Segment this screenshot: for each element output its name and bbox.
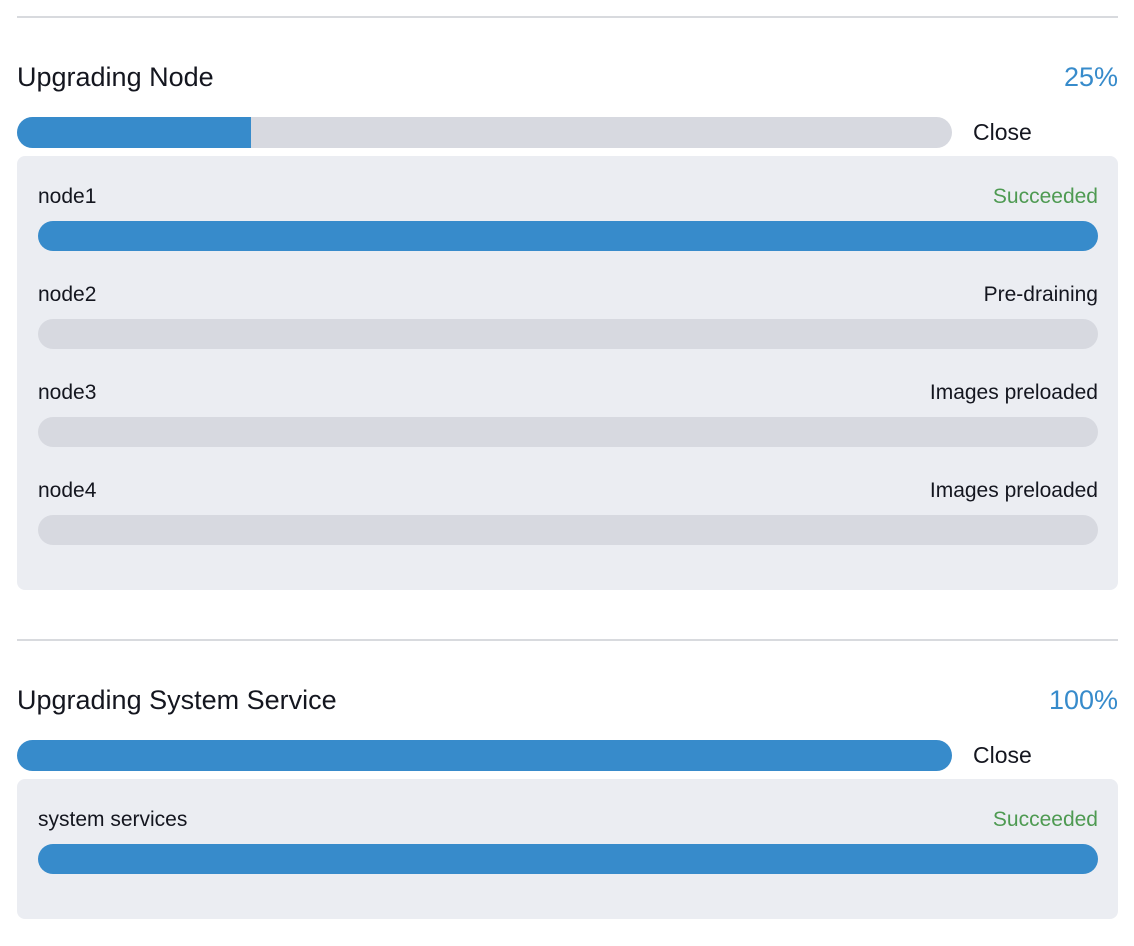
item-status: Succeeded	[992, 808, 1098, 831]
item-name: node3	[38, 381, 97, 404]
section-header: Upgrading Node 25%	[17, 61, 1118, 94]
item-progress-bar	[38, 844, 1098, 874]
node-row-header: node4 Images preloaded	[38, 479, 1098, 503]
node-row-header: node1 Succeeded	[38, 185, 1098, 209]
section-progress-row: Close	[17, 117, 1118, 148]
node-row: node4 Images preloaded	[38, 479, 1098, 545]
section-detail-panel: node1 Succeeded node2 Pre-draining node3…	[17, 156, 1118, 590]
item-progress-fill	[38, 221, 1098, 251]
section-title: Upgrading Node	[17, 62, 214, 92]
section-progress-row: Close	[17, 740, 1118, 771]
upgrade-section: Upgrading Node 25% Close node1 Succeeded…	[17, 16, 1118, 590]
node-row-header: system services Succeeded	[38, 808, 1098, 832]
node-row: system services Succeeded	[38, 808, 1098, 874]
section-detail-panel: system services Succeeded	[17, 779, 1118, 919]
section-progress-bar	[17, 117, 952, 148]
section-percent: 25%	[1063, 62, 1118, 92]
close-button[interactable]: Close	[973, 742, 1032, 768]
close-button[interactable]: Close	[973, 119, 1032, 145]
item-name: node2	[38, 283, 97, 306]
item-progress-bar	[38, 515, 1098, 545]
item-progress-bar	[38, 417, 1098, 447]
section-progress-bar	[17, 740, 952, 771]
item-progress-fill	[38, 844, 1098, 874]
item-name: node1	[38, 185, 97, 208]
node-row-header: node2 Pre-draining	[38, 283, 1098, 307]
upgrade-progress-page: Upgrading Node 25% Close node1 Succeeded…	[17, 0, 1118, 919]
item-status: Succeeded	[992, 185, 1098, 208]
item-status: Images preloaded	[929, 479, 1098, 502]
item-name: system services	[38, 808, 188, 831]
item-status: Images preloaded	[929, 381, 1098, 404]
node-row: node2 Pre-draining	[38, 283, 1098, 349]
section-progress-fill	[17, 740, 952, 771]
node-row-header: node3 Images preloaded	[38, 381, 1098, 405]
item-status: Pre-draining	[983, 283, 1098, 306]
item-progress-bar	[38, 221, 1098, 251]
node-row: node3 Images preloaded	[38, 381, 1098, 447]
section-progress-fill	[17, 117, 251, 148]
section-title: Upgrading System Service	[17, 685, 337, 715]
upgrade-section: Upgrading System Service 100% Close syst…	[17, 639, 1118, 919]
item-progress-bar	[38, 319, 1098, 349]
item-name: node4	[38, 479, 97, 502]
section-header: Upgrading System Service 100%	[17, 684, 1118, 717]
node-row: node1 Succeeded	[38, 185, 1098, 251]
section-percent: 100%	[1048, 685, 1118, 715]
